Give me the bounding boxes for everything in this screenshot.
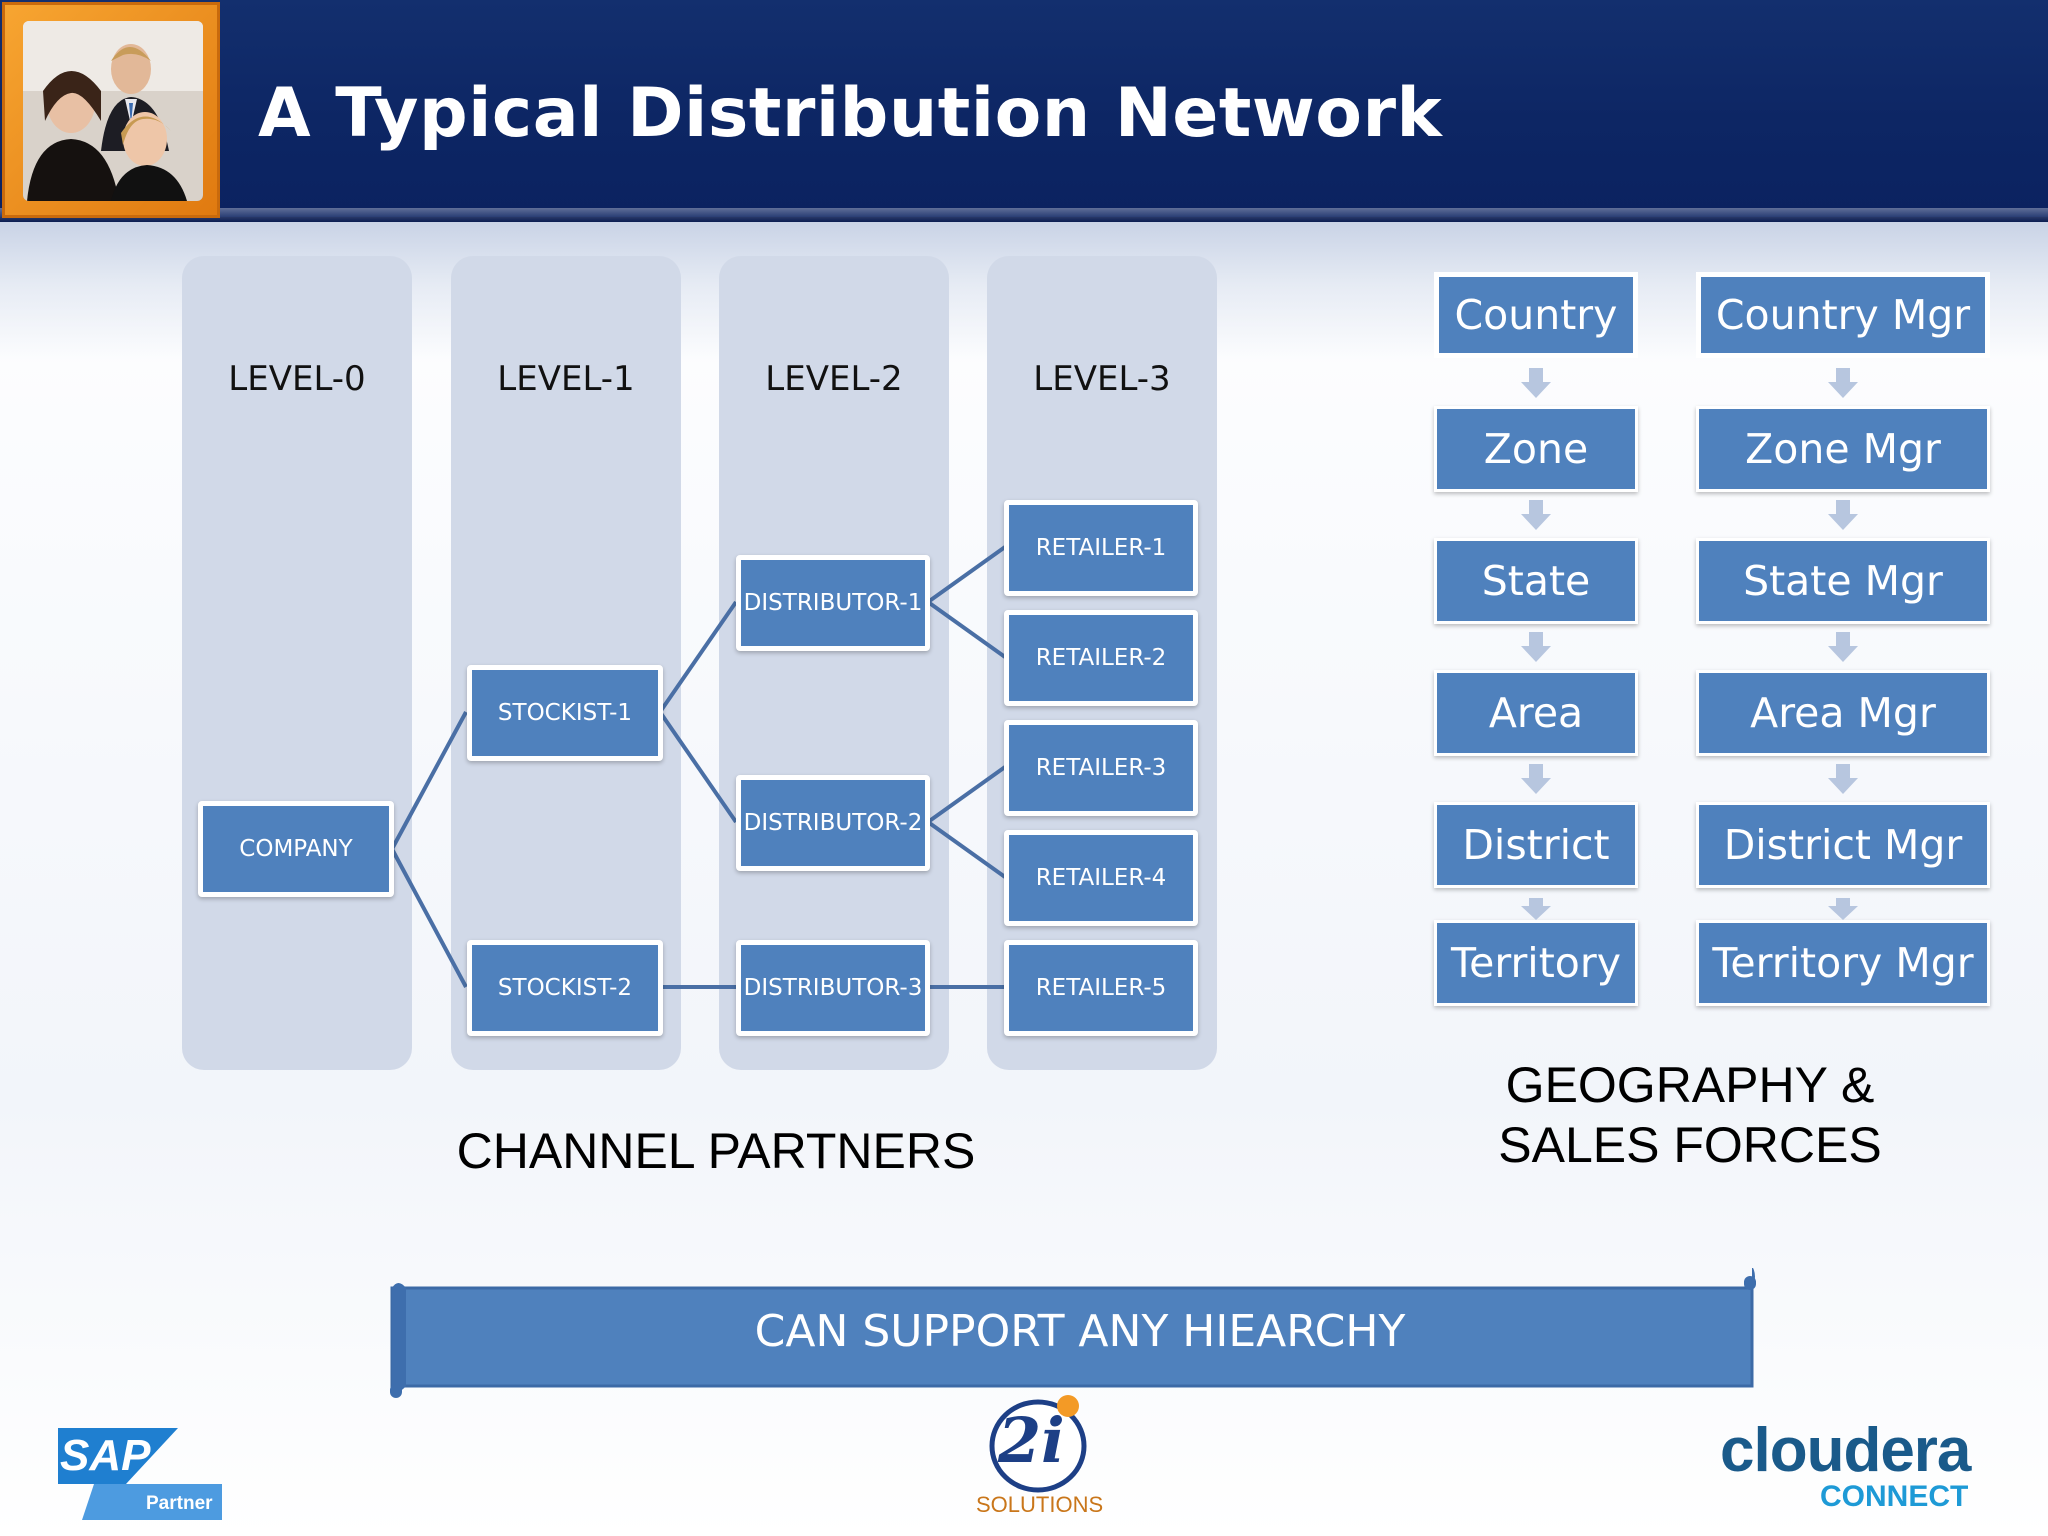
cloudera-logo-text: cloudera	[1720, 1416, 1971, 1485]
geo-territory: Territory	[1434, 920, 1638, 1006]
mgr-district: District Mgr	[1696, 802, 1990, 888]
sap-logo-text: SAP	[60, 1431, 151, 1480]
node-retailer-4: RETAILER-4	[1004, 830, 1198, 926]
geography-caption-line-1: GEOGRAPHY &	[1505, 1057, 1875, 1113]
node-retailer-1: RETAILER-1	[1004, 500, 1198, 596]
team-photo	[2, 2, 220, 218]
twoi-logo-text: 2i	[998, 1404, 1065, 1477]
arrow-down-icon	[1521, 368, 1551, 398]
arrow-down-icon	[1828, 898, 1858, 920]
level-0-label: LEVEL-0	[228, 359, 366, 399]
node-distributor-1: DISTRIBUTOR-1	[736, 555, 930, 651]
arrow-down-icon	[1521, 632, 1551, 662]
arrow-down-icon	[1828, 632, 1858, 662]
sap-partner-text: Partner	[146, 1493, 213, 1514]
mgr-state: State Mgr	[1696, 538, 1990, 624]
twoi-solutions-text: SOLUTIONS	[976, 1492, 1104, 1517]
geography-caption-line-2: SALES FORCES	[1498, 1117, 1882, 1173]
sap-partner-logo: SAP Partner	[58, 1428, 222, 1520]
node-retailer-3: RETAILER-3	[1004, 720, 1198, 816]
hierarchy-banner-text: CAN SUPPORT ANY HIEARCHY	[754, 1306, 1406, 1357]
header-shade	[0, 208, 2048, 222]
mgr-territory: Territory Mgr	[1696, 920, 1990, 1006]
geo-zone: Zone	[1434, 406, 1638, 492]
mgr-zone: Zone Mgr	[1696, 406, 1990, 492]
node-distributor-3: DISTRIBUTOR-3	[736, 940, 930, 1036]
geo-country: Country	[1434, 272, 1638, 358]
arrow-down-icon	[1521, 764, 1551, 794]
level-1-label: LEVEL-1	[497, 359, 635, 399]
arrow-down-icon	[1828, 368, 1858, 398]
mgr-area: Area Mgr	[1696, 670, 1990, 756]
arrow-down-icon	[1828, 764, 1858, 794]
node-company: COMPANY	[198, 801, 394, 897]
twoi-solutions-logo: 2i SOLUTIONS	[970, 1392, 1110, 1520]
level-0-panel	[182, 256, 412, 1070]
node-retailer-5: RETAILER-5	[1004, 940, 1198, 1036]
arrow-down-icon	[1521, 898, 1551, 920]
node-retailer-2: RETAILER-2	[1004, 610, 1198, 706]
cloudera-connect-logo: cloudera CONNECT	[1716, 1420, 1986, 1520]
channel-partners-caption: CHANNEL PARTNERS	[456, 1123, 976, 1179]
mgr-country: Country Mgr	[1696, 272, 1990, 358]
header-bar: A Typical Distribution Network	[0, 0, 2048, 222]
geo-district: District	[1434, 802, 1638, 888]
level-1-panel	[451, 256, 681, 1070]
node-stockist-2: STOCKIST-2	[467, 940, 663, 1036]
level-2-panel	[719, 256, 949, 1070]
arrow-down-icon	[1521, 500, 1551, 530]
cloudera-connect-text: CONNECT	[1820, 1480, 1969, 1513]
node-stockist-1: STOCKIST-1	[467, 665, 663, 761]
hierarchy-banner	[390, 1268, 1756, 1398]
geo-state: State	[1434, 538, 1638, 624]
level-3-label: LEVEL-3	[1033, 359, 1171, 399]
level-2-label: LEVEL-2	[765, 359, 903, 399]
node-distributor-2: DISTRIBUTOR-2	[736, 775, 930, 871]
team-photo-image	[23, 21, 203, 201]
arrow-down-icon	[1828, 500, 1858, 530]
page-title: A Typical Distribution Network	[258, 74, 1443, 153]
geo-area: Area	[1434, 670, 1638, 756]
